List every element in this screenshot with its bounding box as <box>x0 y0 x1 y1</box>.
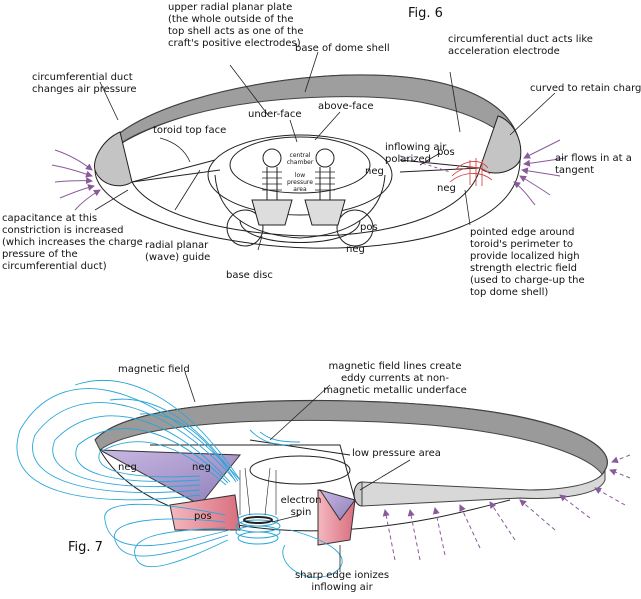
label-sharp-edge: sharp edge ionizes inflowing air <box>294 570 390 593</box>
label-pos: pos <box>194 511 212 522</box>
label-magnetic-field: magnetic field <box>118 364 190 375</box>
label-central-chamber: central chamber <box>286 152 314 166</box>
label-neg-2: neg <box>437 183 456 194</box>
label-field-lines: magnetic field lines create eddy current… <box>323 361 467 396</box>
fig7-leaders <box>184 371 411 572</box>
label-upper-plate: upper radial planar plate (the whole out… <box>168 2 304 49</box>
label-low-pressure: low pressure area <box>352 448 441 459</box>
label-neg-a: neg <box>118 462 137 473</box>
label-neg-b: neg <box>192 462 211 473</box>
label-curved-retain: curved to retain charge <box>530 83 641 94</box>
fig6-title: Fig. 6 <box>408 6 443 21</box>
label-electron-spin: electron spin <box>280 495 322 518</box>
fig7-air-arrows <box>382 454 631 561</box>
fig6-drawing <box>93 74 522 249</box>
fig6-air-arrows <box>51 139 566 211</box>
label-neg-1: neg <box>365 166 384 177</box>
label-air-tangent: air flows in at a tangent <box>555 153 632 176</box>
label-low-pressure-small: low pressure area <box>287 172 313 193</box>
label-toroid-top: toroid top face <box>153 125 227 136</box>
label-circ-duct-accel: circumferential duct acts like accelerat… <box>448 34 593 57</box>
label-above-face: above-face <box>318 101 374 112</box>
fig7-title: Fig. 7 <box>68 540 103 555</box>
label-base-dome: base of dome shell <box>295 43 390 54</box>
label-pos-1: pos <box>437 147 455 158</box>
label-capacitance: capacitance at this constriction is incr… <box>2 213 143 272</box>
label-neg-3: neg <box>346 244 365 255</box>
label-radial-guide: radial planar (wave) guide <box>145 240 211 263</box>
label-pos-2: pos <box>360 222 378 233</box>
fig7-drawing <box>94 399 608 546</box>
label-base-disc: base disc <box>226 270 273 281</box>
label-under-face: under-face <box>248 109 302 120</box>
label-pointed-edge: pointed edge around toroid's perimeter t… <box>470 227 585 298</box>
fig7-magnetic-field-lines <box>16 380 343 578</box>
fig6-leaders <box>94 51 556 251</box>
label-circ-duct-pressure: circumferential duct changes air pressur… <box>32 72 137 95</box>
label-inflowing-polarized: inflowing air polarized <box>385 142 447 165</box>
